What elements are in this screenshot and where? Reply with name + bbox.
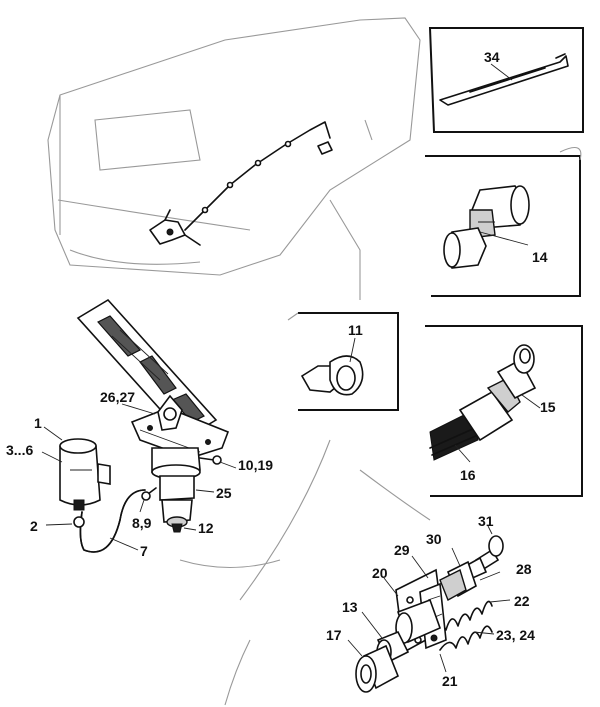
callout-11: 11	[348, 322, 363, 338]
callout-22: 22	[514, 593, 530, 609]
callout-20: 20	[372, 565, 388, 581]
callout-26-27: 26,27	[100, 389, 135, 405]
callout-14: 14	[532, 249, 548, 265]
callout-21: 21	[442, 673, 458, 689]
slave-cylinder-exploded	[355, 535, 504, 693]
callout-29: 29	[394, 542, 410, 558]
inset-box-11	[287, 312, 399, 411]
inset-box-14	[425, 146, 582, 297]
callout-10-19: 10,19	[238, 457, 273, 473]
callout-2: 2	[30, 518, 38, 534]
hose-coupling	[73, 516, 85, 528]
cable-routing	[149, 121, 333, 246]
callout-16: 16	[460, 467, 476, 483]
callout-17: 17	[326, 627, 342, 643]
callout-34: 34	[484, 49, 500, 65]
callout-23-24: 23, 24	[496, 627, 535, 643]
callout-13: 13	[342, 599, 358, 615]
callout-15: 15	[540, 399, 556, 415]
callout-8-9: 8,9	[132, 515, 152, 531]
callout-28: 28	[516, 561, 532, 577]
callout-1: 1	[34, 415, 42, 431]
vehicle-outline	[47, 17, 431, 706]
callout-25: 25	[216, 485, 232, 501]
fluid-reservoir	[59, 438, 146, 553]
callout-7: 7	[140, 543, 148, 559]
callout-12: 12	[198, 520, 214, 536]
pedal-assembly	[76, 298, 230, 533]
callout-3-6: 3...6	[6, 442, 33, 458]
inset-box-34	[428, 27, 584, 133]
callout-30: 30	[426, 531, 442, 547]
inset-box-15-16	[425, 325, 583, 497]
callout-31: 31	[478, 513, 494, 529]
